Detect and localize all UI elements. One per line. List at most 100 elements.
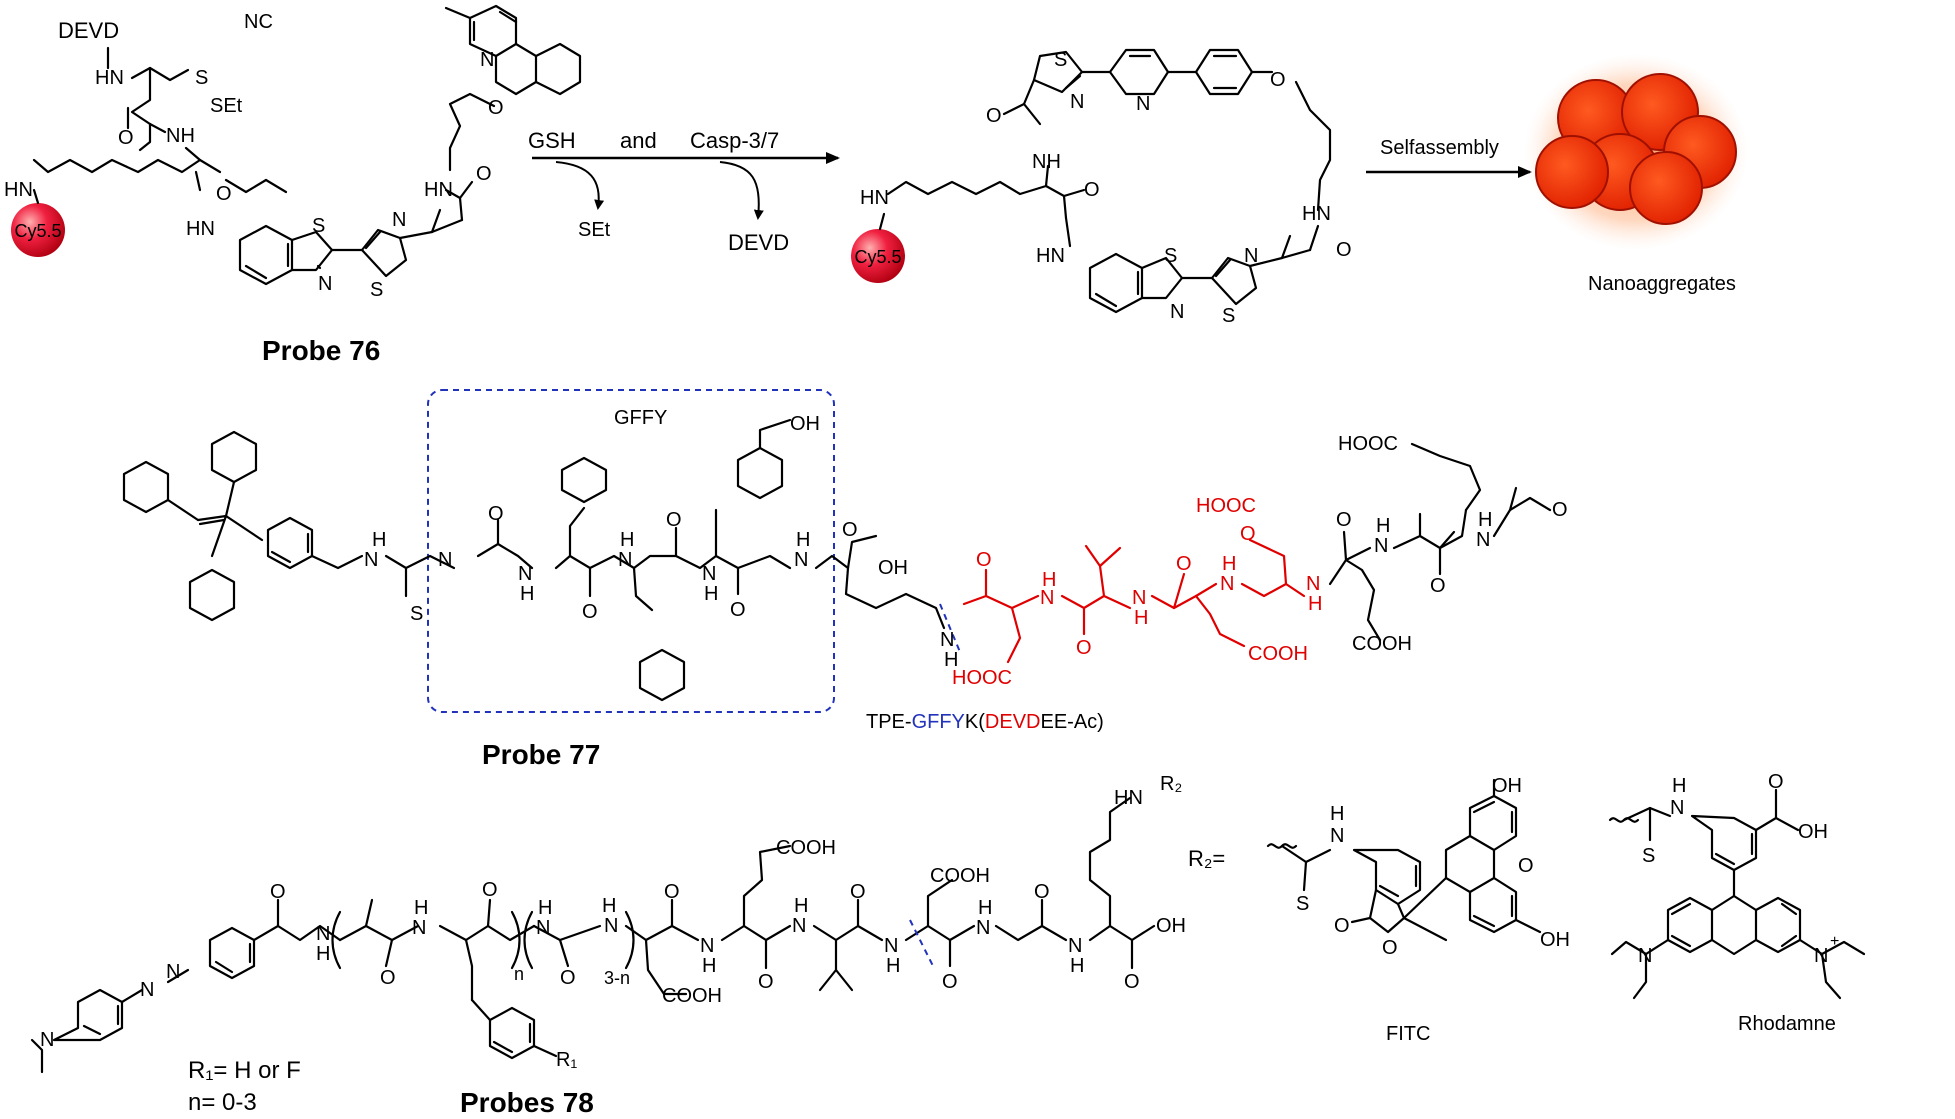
p78-o1: O <box>270 881 286 903</box>
cy55-sphere-cyclized <box>851 229 905 283</box>
p77-n-e1: N <box>1374 535 1388 557</box>
curved-arrow-set <box>555 161 605 210</box>
probes-78-bonds <box>30 796 1156 1074</box>
seq-part-gffy: GFFY <box>912 711 965 733</box>
p77-hooc-e1: HOOC <box>1338 433 1398 455</box>
p78-azo2: N <box>166 961 180 983</box>
p77-n-r1: N <box>1040 587 1054 609</box>
p77-n2: N <box>518 563 532 585</box>
p77-s-thiourea: S <box>410 603 423 625</box>
fitc-name: FITC <box>1386 1023 1430 1045</box>
cyc-n-top: N <box>1070 91 1084 113</box>
reagent-casp: Casp-3/7 <box>690 128 779 153</box>
probe-77-black-tail-bonds <box>1328 442 1552 642</box>
p77-h-r1: H <box>1042 569 1056 591</box>
p77-h-thiourea: H <box>372 529 386 551</box>
p77-h2: H <box>520 583 534 605</box>
rhodamine-structure: H N S O OH N N + Rhodamne <box>1608 771 1866 1035</box>
p77-h-r3: H <box>1222 553 1236 575</box>
rhod-h: H <box>1672 775 1686 797</box>
o-label-2: O <box>216 183 232 205</box>
p78-o4: O <box>560 967 576 989</box>
fitc-oh1: OH <box>1492 775 1522 797</box>
p77-n-r4: N <box>1306 573 1320 595</box>
p77-h-lys: H <box>944 649 958 671</box>
probe-77-red-bonds <box>962 538 1306 664</box>
p77-h-r4: H <box>1308 593 1322 615</box>
p77-n1: N <box>438 549 452 571</box>
cy55-label-76: Cy5.5 <box>14 221 61 241</box>
p77-cooh-e2: COOH <box>1352 633 1412 655</box>
p78-h7: H <box>886 955 900 977</box>
p77-n-r2: N <box>1132 587 1146 609</box>
p78-o7: O <box>850 881 866 903</box>
probe-76: Cy5.5 DEVD HN S SEt NH O HN O HN S N N S… <box>4 4 582 366</box>
p78-h-n3: H <box>538 897 552 919</box>
rhod-s: S <box>1642 845 1655 867</box>
cyc-n-thz: N <box>1244 245 1258 267</box>
n-quin-label: N <box>480 49 494 71</box>
p78-n4: N <box>604 915 618 937</box>
hn-btz-label: HN <box>186 218 215 240</box>
cyc-s-btz: S <box>1164 245 1177 267</box>
p77-o-e1: O <box>1336 509 1352 531</box>
p78-o5: O <box>664 881 680 903</box>
p77-o-e2: O <box>1430 575 1446 597</box>
probes-78: N N N O N H O H N O n N H O 3-n H N O CO… <box>30 771 1866 1118</box>
p77-h4: H <box>704 583 718 605</box>
p78-h5: H <box>702 955 716 977</box>
p77-oh-tyr: OH <box>790 413 820 435</box>
cyc-s-top: S <box>1054 49 1067 71</box>
cleavage-mark-78 <box>909 919 935 969</box>
p78-n5: N <box>700 935 714 957</box>
hn-lys-label: HN <box>4 179 33 201</box>
p78-h8: H <box>978 897 992 919</box>
probe-77-caption: Probe 77 <box>482 739 600 770</box>
seq-part-eeac: EE-Ac) <box>1040 711 1103 733</box>
p78-nsub: n <box>514 964 524 984</box>
hn-top-label: HN <box>95 67 124 89</box>
hn-link-label: HN <box>424 179 453 201</box>
rhod-n: N <box>1670 797 1684 819</box>
fitc-n: N <box>1330 825 1344 847</box>
seq-part-tpe: TPE- <box>866 711 912 733</box>
probe-77-sequence: TPE-GFFYK(DEVDEE-Ac) <box>866 711 1104 733</box>
fitc-h: H <box>1330 803 1344 825</box>
p77-n-thiourea: N <box>364 549 378 571</box>
p77-o-ac: O <box>1552 499 1568 521</box>
p78-h-final: H <box>1070 955 1084 977</box>
p77-n-r3: N <box>1220 573 1234 595</box>
fitc-o-xan: O <box>1518 855 1534 877</box>
p77-oh-acid: OH <box>878 557 908 579</box>
probes-78-caption: Probes 78 <box>460 1087 594 1118</box>
nc-label: NC <box>244 11 273 33</box>
p77-n3: N <box>618 549 632 571</box>
curved-arrow-devd <box>719 161 764 220</box>
p77-cooh-r3: COOH <box>1248 643 1308 665</box>
rhod-oh: OH <box>1798 821 1828 843</box>
p78-o2: O <box>380 967 396 989</box>
rhod-plus: + <box>1830 933 1839 950</box>
s-label: S <box>195 67 208 89</box>
p77-h5: H <box>796 529 810 551</box>
cyclized-bonds <box>886 48 1332 314</box>
cyc-n-quin: N <box>1136 93 1150 115</box>
p77-h-e2: H <box>1478 509 1492 531</box>
p77-o-r1: O <box>976 549 992 571</box>
seq-part-k: K( <box>965 711 985 733</box>
self-assembly: Selfassembly Nanoaggregates <box>1366 54 1748 295</box>
p78-r2: R₂ <box>1160 773 1182 795</box>
cyclized-product: Cy5.5 S N N O O NH HN O HN O HN S N N S <box>851 48 1352 327</box>
p77-hooc-r1: HOOC <box>952 667 1012 689</box>
byproduct-devd: DEVD <box>728 230 789 255</box>
p77-o3: O <box>666 509 682 531</box>
p78-o8: O <box>942 971 958 993</box>
p77-n-e2: N <box>1476 529 1490 551</box>
rhod-name: Rhodamne <box>1738 1013 1836 1035</box>
probe-77: GFFY <box>122 389 1568 770</box>
nanoaggregates-label: Nanoaggregates <box>1588 273 1736 295</box>
fitc-oh2: OH <box>1540 929 1570 951</box>
p78-o-c: O <box>1124 971 1140 993</box>
p77-o-r4: O <box>1240 523 1256 545</box>
